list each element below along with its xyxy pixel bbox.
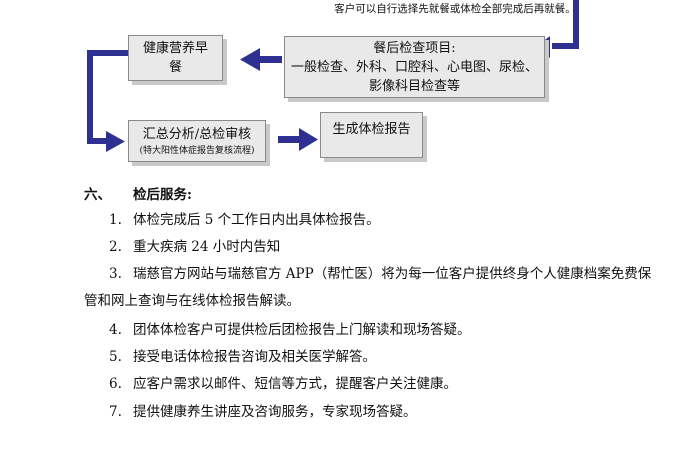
list-item-number: 4. [109, 322, 122, 338]
summary-subtitle: (特大阳性体症报告复核流程) [139, 145, 255, 156]
arrowhead-mid [240, 48, 260, 71]
list-item: 团体体检客户可提供检后团检报告上门解读和现场答疑。 [133, 322, 471, 338]
section-number: 六、 [84, 187, 111, 203]
list-item: 瑞慈官方网站与瑞慈官方 APP（帮忙医）将为每一位客户提供终身个人健康档案免费保 [133, 266, 652, 282]
arrow-shaft-bottom [278, 136, 300, 143]
list-item-number: 1. [109, 212, 122, 228]
list-item-number: 3. [109, 266, 122, 282]
arrowhead-left [106, 131, 125, 152]
after-meal-title: 餐后检查项目: [373, 40, 456, 56]
report-box: 生成体检报告 [320, 112, 423, 158]
list-item-number: 5. [109, 349, 122, 365]
list-item: 重大疾病 24 小时内告知 [133, 239, 281, 255]
report-label: 生成体检报告 [332, 122, 411, 137]
after-meal-box: 餐后检查项目: 一般检查、外科、口腔科、心电图、尿检、 影像科目检查等 [284, 36, 545, 98]
list-item: 提供健康养生讲座及咨询服务，专家现场答疑。 [133, 404, 417, 420]
after-meal-line2: 影像科目检查等 [368, 78, 460, 94]
elbow-arrow-right [552, 0, 579, 49]
summary-title: 汇总分析/总检审核 [142, 126, 252, 142]
list-item-number: 7. [109, 404, 122, 420]
list-item-number: 6. [109, 376, 122, 392]
arrowhead-bottom [299, 128, 318, 151]
section-title: 检后服务: [133, 187, 192, 203]
list-item: 应客户需求以邮件、短信等方式，提醒客户关注健康。 [133, 376, 457, 392]
list-item: 体检完成后 5 个工作日内出具体检报告。 [133, 212, 380, 228]
list-item-continuation: 管和网上查询与在线体检报告解读。 [84, 293, 300, 309]
after-meal-line1: 一般检查、外科、口腔科、心电图、尿检、 [290, 59, 538, 75]
breakfast-label: 健康营养早餐 [142, 41, 208, 75]
flow-top-note: 客户可以自行选择先就餐或体检全部完成后再就餐。 [334, 3, 576, 15]
summary-box: 汇总分析/总检审核 (特大阳性体症报告复核流程) [128, 120, 266, 162]
list-item: 接受电话体检报告咨询及相关医学解答。 [133, 349, 376, 365]
breakfast-box: 健康营养早餐 [128, 35, 223, 81]
list-item-number: 2. [109, 239, 122, 255]
elbow-arrow-left [87, 50, 128, 144]
arrow-shaft-mid [258, 56, 282, 63]
